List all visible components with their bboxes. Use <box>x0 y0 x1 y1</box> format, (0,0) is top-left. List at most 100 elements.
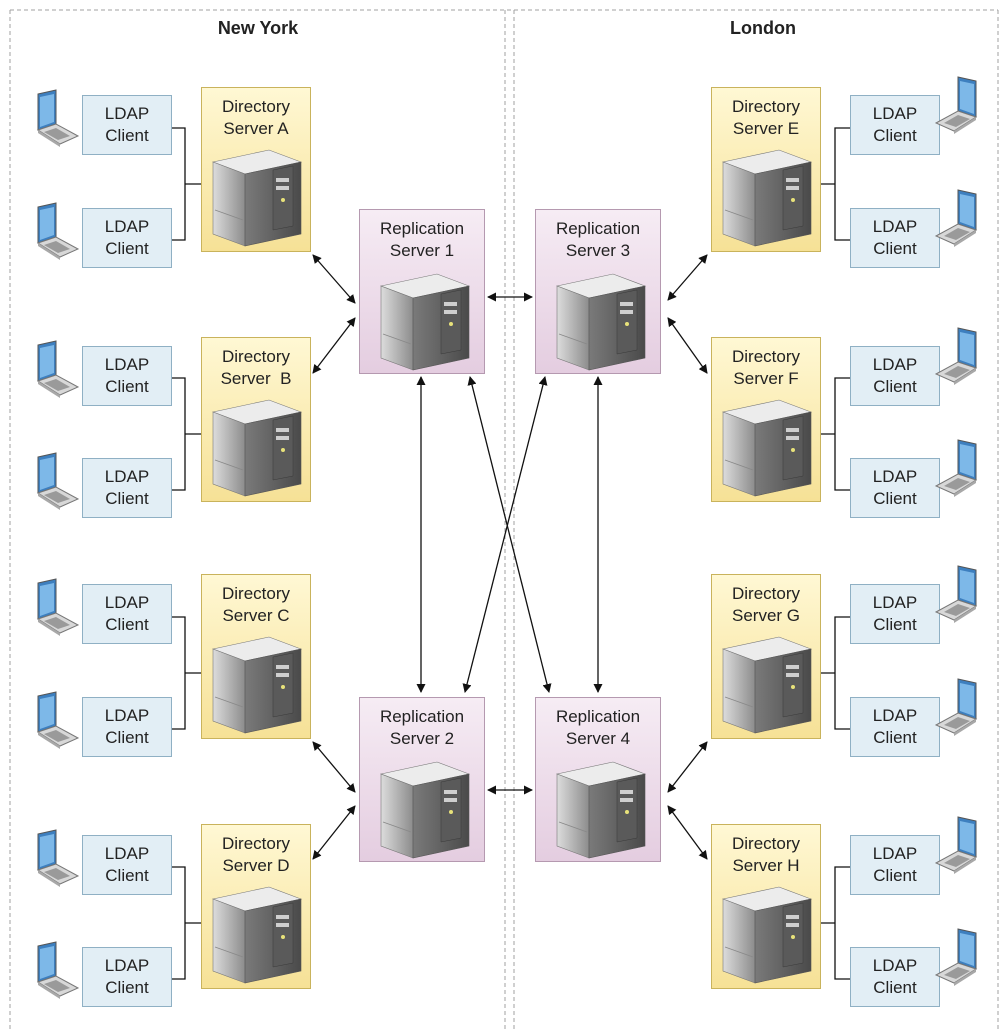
replication-server-4-line1: Replication <box>555 707 641 726</box>
laptop-icon <box>18 339 80 406</box>
ldap-client-label-line2: Client <box>873 126 917 145</box>
directory-server-g-line2: Server G <box>731 606 801 625</box>
laptop-icon <box>934 927 996 994</box>
directory-server-c-line2: Server C <box>222 606 290 625</box>
directory-server-c-line1: Directory <box>221 584 290 603</box>
directory-server-h-line2: Server H <box>732 856 800 875</box>
server-tower-icon <box>719 398 815 503</box>
laptop-icon <box>934 815 996 882</box>
ldap-client-label-line2: Client <box>873 239 917 258</box>
connector-line <box>462 376 548 693</box>
ldap-client-g1[interactable]: LDAP Client <box>850 584 940 644</box>
ldap-client-e1[interactable]: LDAP Client <box>850 95 940 155</box>
ldap-client-label-line1: LDAP <box>104 706 150 725</box>
laptop-icon <box>18 201 80 268</box>
replication-arrows <box>312 254 708 860</box>
ldap-client-a1[interactable]: LDAP Client <box>82 95 172 155</box>
ldap-client-label-line2: Client <box>105 126 149 145</box>
region-borders <box>9 9 999 1030</box>
ldap-client-label-line2: Client <box>873 489 917 508</box>
ldap-client-label-line2: Client <box>873 377 917 396</box>
ldap-client-b2[interactable]: LDAP Client <box>82 458 172 518</box>
ldap-client-label-line2: Client <box>105 978 149 997</box>
laptop-icon <box>18 88 80 155</box>
client-bracket <box>172 127 201 241</box>
replication-server-1-line2: Server 1 <box>389 241 455 260</box>
region-title-london: London <box>730 18 796 38</box>
connector-line <box>667 741 708 793</box>
directory-server-a-line2: Server A <box>223 119 289 138</box>
directory-server-g-line1: Directory <box>731 584 800 603</box>
ldap-client-label-line1: LDAP <box>104 593 150 612</box>
directory-server-e-line2: Server E <box>732 119 800 138</box>
connector-line <box>312 741 356 793</box>
server-tower-icon <box>377 760 473 865</box>
ldap-client-label-line1: LDAP <box>872 217 918 236</box>
client-bracket <box>172 866 201 980</box>
connector-line <box>667 254 708 301</box>
directory-server-d-line2: Server D <box>222 856 290 875</box>
client-bracket <box>821 866 850 980</box>
ldap-client-label-line1: LDAP <box>104 217 150 236</box>
laptop-icon <box>934 188 996 255</box>
ldap-client-a2[interactable]: LDAP Client <box>82 208 172 268</box>
ldap-client-label-line2: Client <box>105 728 149 747</box>
directory-server-b-line1: Directory <box>221 347 290 366</box>
server-tower-icon <box>209 635 305 740</box>
connector-line <box>667 317 708 374</box>
connector-line <box>312 254 356 304</box>
server-tower-icon <box>377 272 473 377</box>
ldap-client-c2[interactable]: LDAP Client <box>82 697 172 757</box>
ldap-client-label-line1: LDAP <box>872 104 918 123</box>
directory-server-f-line1: Directory <box>731 347 800 366</box>
server-tower-icon <box>553 272 649 377</box>
ldap-client-label-line1: LDAP <box>104 467 150 486</box>
laptop-icon <box>934 438 996 505</box>
directory-server-b-line2: Server B <box>220 369 292 388</box>
replication-server-2-line2: Server 2 <box>389 729 455 748</box>
laptop-icon <box>18 451 80 518</box>
directory-server-f-line2: Server F <box>733 369 799 388</box>
ldap-client-label-line1: LDAP <box>872 593 918 612</box>
ldap-client-label-line1: LDAP <box>104 355 150 374</box>
connector-line <box>312 805 356 860</box>
ldap-client-label-line2: Client <box>873 615 917 634</box>
ldap-client-label-line1: LDAP <box>872 467 918 486</box>
replication-server-4-line2: Server 4 <box>565 729 631 748</box>
replication-server-2-line1: Replication <box>379 707 465 726</box>
directory-server-h-line1: Directory <box>731 834 800 853</box>
server-tower-icon <box>209 148 305 253</box>
ldap-client-label-line2: Client <box>105 489 149 508</box>
ldap-client-label-line2: Client <box>105 866 149 885</box>
server-tower-icon <box>209 398 305 503</box>
ldap-client-label-line1: LDAP <box>104 104 150 123</box>
ldap-client-f2[interactable]: LDAP Client <box>850 458 940 518</box>
ldap-client-label-line2: Client <box>873 728 917 747</box>
laptop-icon <box>18 577 80 644</box>
laptop-icon <box>18 940 80 1007</box>
replication-server-3-line2: Server 3 <box>565 241 631 260</box>
server-tower-icon <box>719 885 815 990</box>
ldap-client-label-line2: Client <box>105 239 149 258</box>
ldap-client-e2[interactable]: LDAP Client <box>850 208 940 268</box>
